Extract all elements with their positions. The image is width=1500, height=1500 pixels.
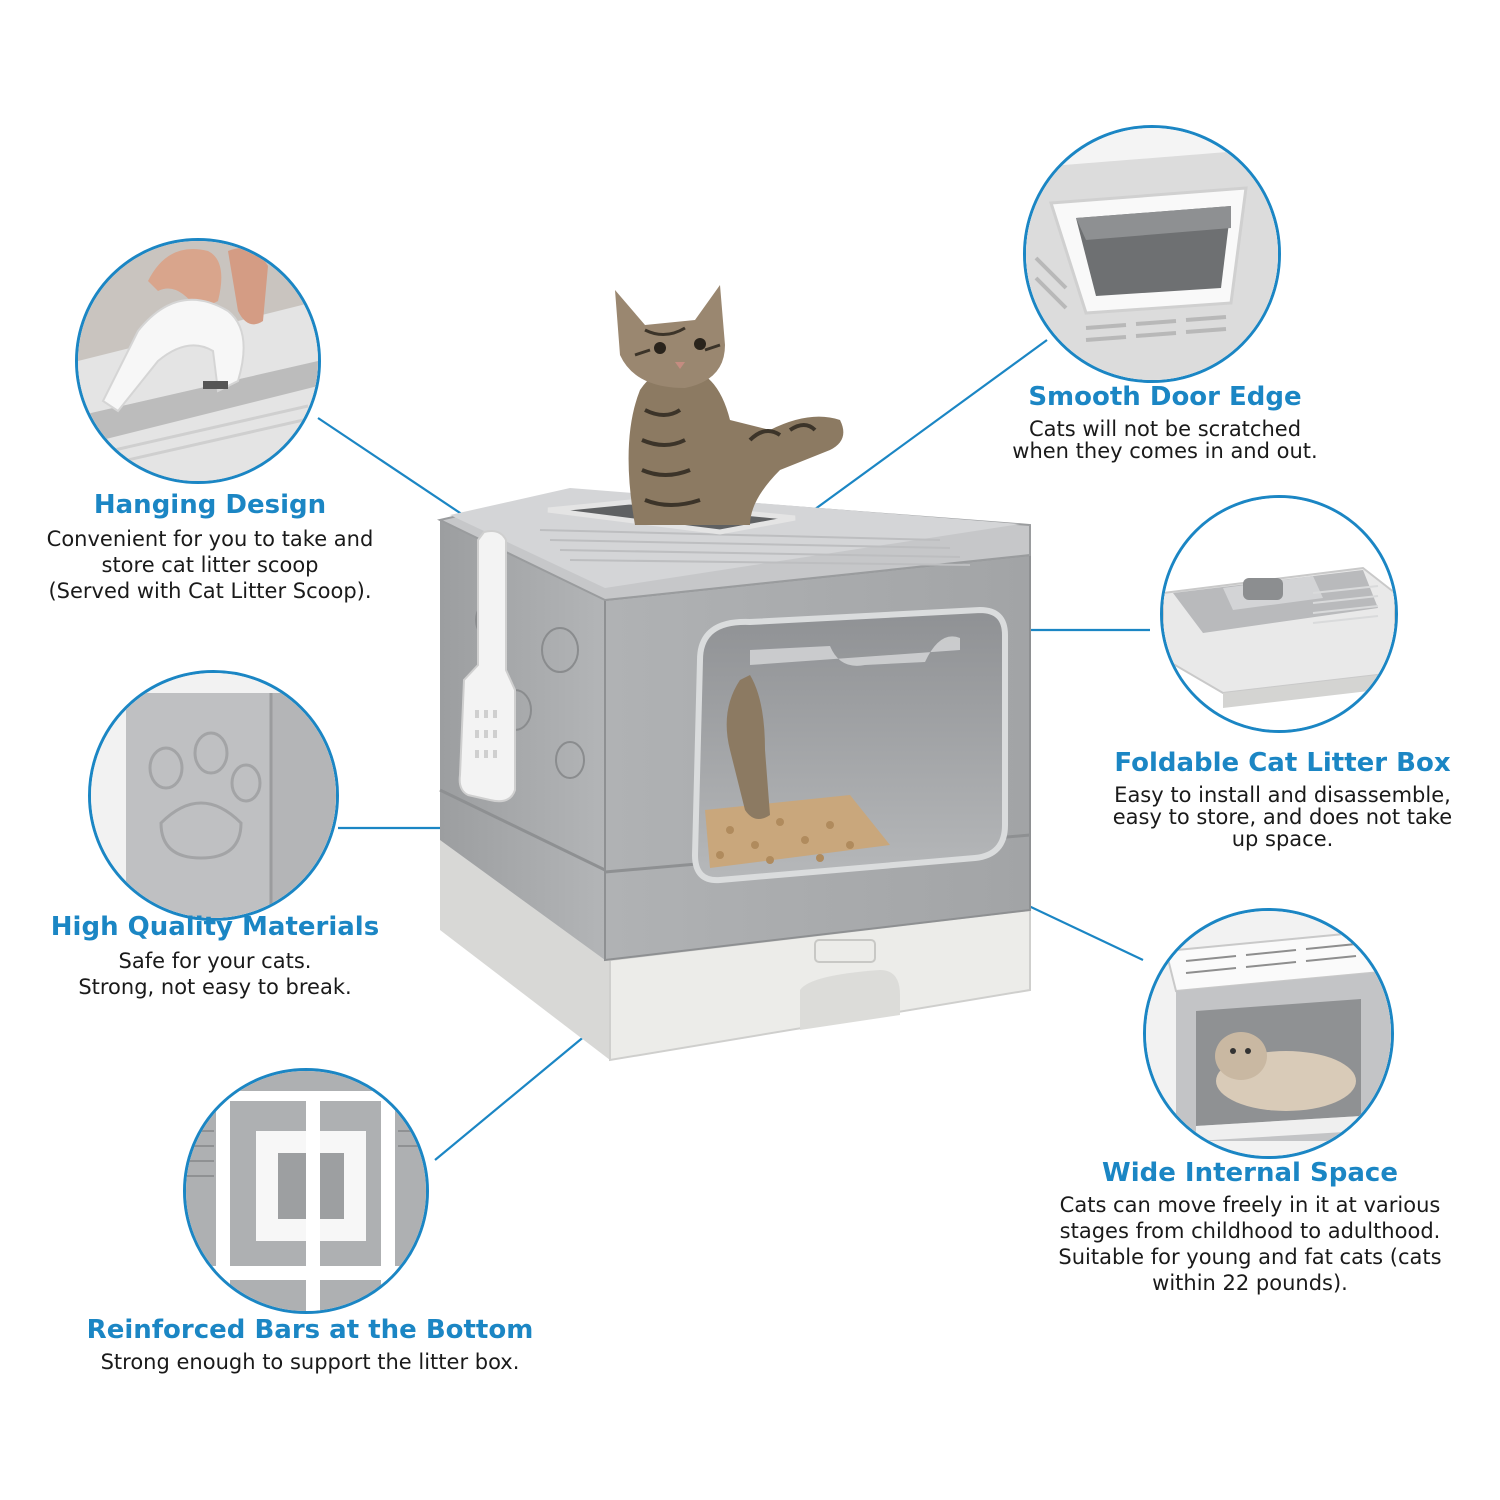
materials-photo [88, 670, 339, 921]
door-edge-photo [1023, 125, 1281, 383]
folded-box-icon [1163, 498, 1395, 730]
internal-space-block: Wide Internal Space Cats can move freely… [1015, 1158, 1485, 1296]
door-edge-block: Smooth Door Edge Cats will not be scratc… [980, 382, 1350, 462]
materials-block: High Quality Materials Safe for your cat… [20, 912, 410, 1000]
bars-title: Reinforced Bars at the Bottom [86, 1315, 534, 1345]
bars-block: Reinforced Bars at the Bottom Strong eno… [40, 1315, 580, 1375]
desc-line: Cats can move freely in it at various [1059, 1193, 1441, 1217]
foldable-desc: Easy to install and disassemble, easy to… [1075, 784, 1490, 850]
foldable-title: Foldable Cat Litter Box [1114, 748, 1451, 778]
bars-desc: Strong enough to support the litter box. [40, 1349, 580, 1375]
desc-line: stages from childhood to adulthood. [1059, 1219, 1441, 1243]
desc-line: when they comes in and out. [1012, 439, 1318, 463]
internal-space-desc: Cats can move freely in it at various st… [1015, 1192, 1485, 1296]
internal-space-photo [1143, 908, 1394, 1159]
desc-line: Cats will not be scratched [1028, 417, 1302, 441]
desc-line: easy to store, and does not take [1112, 805, 1453, 829]
hanging-design-photo [75, 238, 321, 484]
desc-line: Strong, not easy to break. [78, 975, 352, 999]
desc-line: within 22 pounds). [1152, 1271, 1348, 1295]
foldable-box-photo [1160, 495, 1398, 733]
desc-line: Safe for your cats. [118, 949, 312, 973]
materials-desc: Safe for your cats. Strong, not easy to … [20, 948, 410, 1000]
cat-inside-icon [1146, 911, 1391, 1156]
desc-line: store cat litter scoop [101, 553, 319, 577]
desc-line: Easy to install and disassemble, [1114, 783, 1451, 807]
internal-space-title: Wide Internal Space [1102, 1158, 1398, 1188]
desc-line: (Served with Cat Litter Scoop). [48, 579, 372, 603]
hanging-design-title: Hanging Design [93, 490, 327, 520]
reinforced-frame-icon [186, 1071, 426, 1311]
litter-box-product-image [437, 285, 1031, 1062]
paw-panel-icon [91, 673, 336, 918]
desc-line: up space. [1231, 827, 1334, 851]
door-edge-desc: Cats will not be scratched when they com… [980, 418, 1350, 462]
desc-line: Strong enough to support the litter box. [100, 1350, 520, 1374]
top-door-icon [1026, 128, 1278, 380]
hanging-design-block: Hanging Design Convenient for you to tak… [20, 490, 400, 604]
reinforced-bars-photo [183, 1068, 429, 1314]
hanging-design-desc: Convenient for you to take and store cat… [20, 526, 400, 604]
desc-line: Suitable for young and fat cats (cats [1058, 1245, 1442, 1269]
foldable-block: Foldable Cat Litter Box Easy to install … [1075, 748, 1490, 850]
door-edge-title: Smooth Door Edge [1028, 382, 1302, 412]
materials-title: High Quality Materials [50, 912, 380, 942]
scoop-hook-icon [78, 241, 318, 481]
desc-line: Convenient for you to take and [46, 527, 374, 551]
